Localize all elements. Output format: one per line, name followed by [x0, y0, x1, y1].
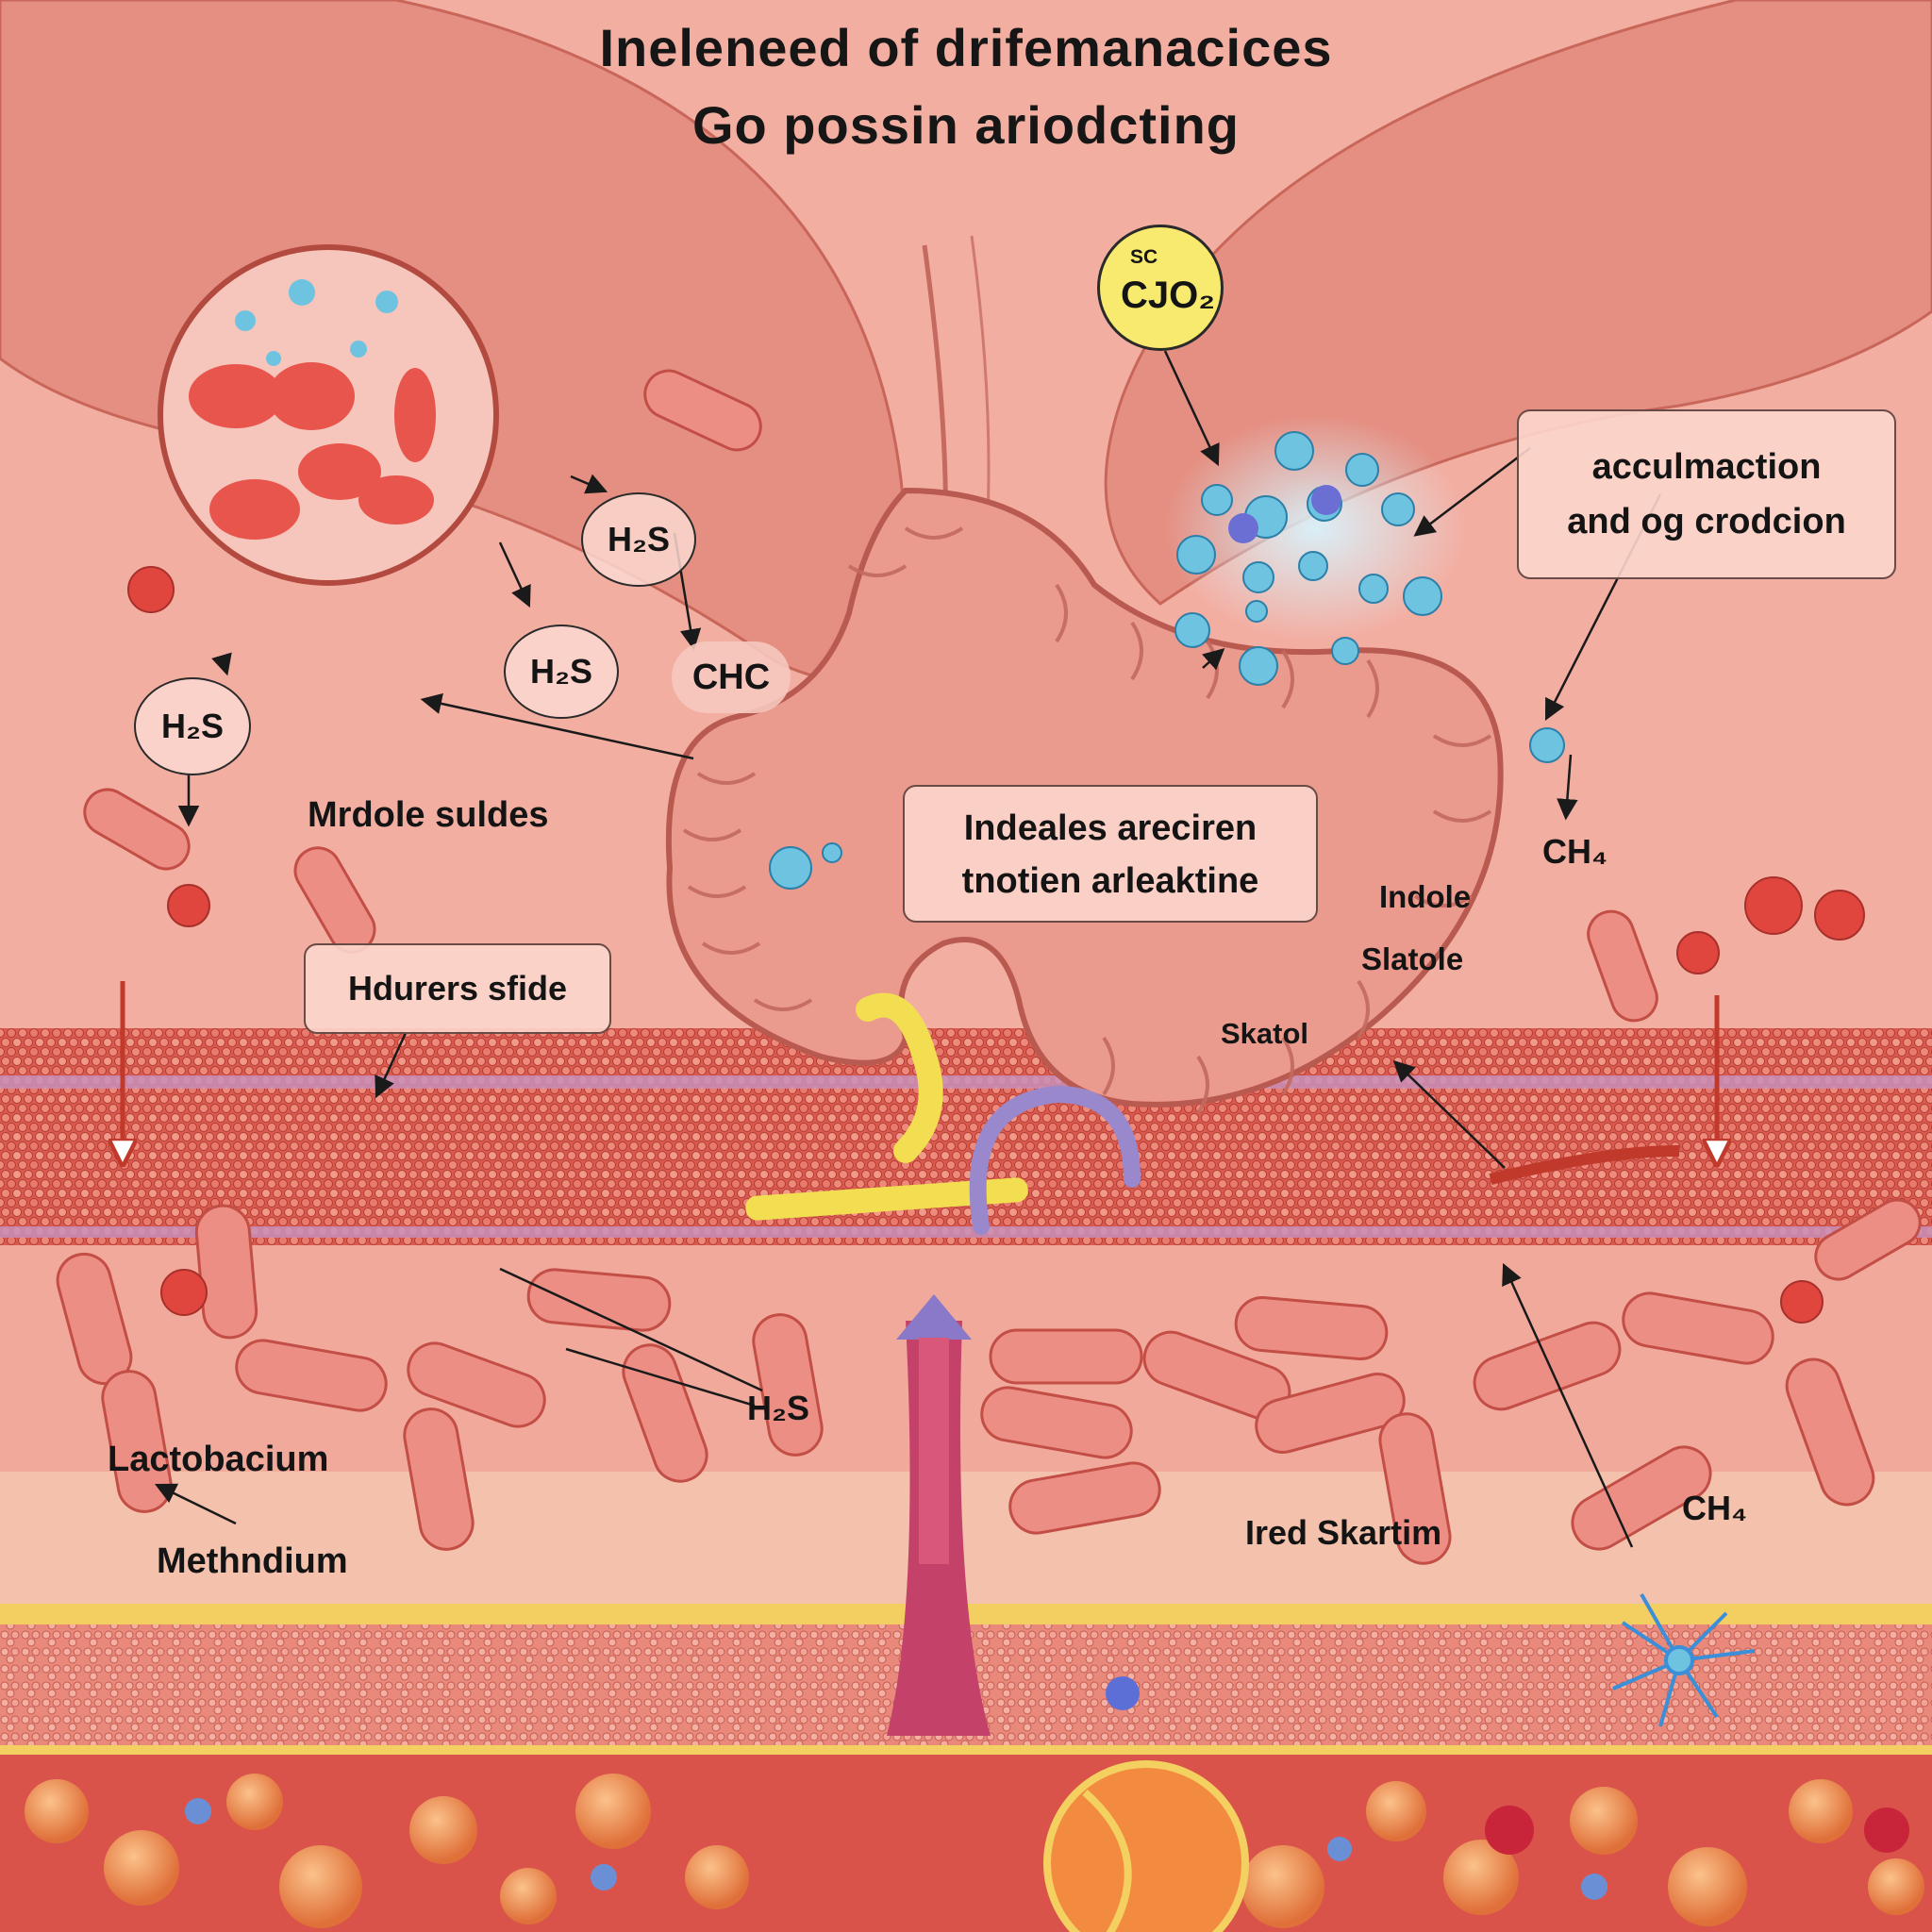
gas-glow [1165, 415, 1467, 641]
purple-gas-bubbles [1228, 485, 1341, 543]
lactobacium-label: Lactobacium [108, 1440, 329, 1479]
hdurers-sfide-box: Hdurers sfide [304, 943, 611, 1034]
red-microbes [127, 566, 1865, 1324]
accumulation-box: acculmaction and og crodcion [1517, 409, 1896, 579]
co2-label: CJO₂ [1121, 275, 1216, 316]
yellow-fold [856, 992, 943, 1163]
skatol-label: Skatol [1221, 1017, 1309, 1050]
indeales-line-2: tnotien arleaktine [961, 861, 1259, 901]
methndium-label: Methndium [157, 1541, 348, 1581]
accumulation-line-1: acculmaction [1591, 447, 1822, 487]
membrane-line-1 [0, 1075, 1932, 1089]
h2s-bubble-3: H₂S [134, 677, 251, 775]
membrane-line-2 [0, 1226, 1932, 1238]
mrdole-sulfides-label: Mrdole suldes [308, 795, 549, 835]
diagram-title-line-1: Ineleneed of drifemanacices [599, 18, 1333, 77]
mucosa-band-upper [0, 1028, 1932, 1245]
h2s-lower-label: H₂S [747, 1389, 810, 1427]
ired-skartim-label: Ired Skartim [1245, 1513, 1442, 1552]
indole-label: Indole [1379, 879, 1472, 914]
ch4-upper-label: CH₄ [1542, 832, 1608, 871]
bacteria-rods [56, 369, 1922, 1565]
red-vessel-right [1489, 1145, 1680, 1185]
h2s-bubble-2: H₂S [504, 625, 619, 719]
central-cell [1043, 1760, 1249, 1932]
ch4-lower-label: CH₄ [1682, 1489, 1748, 1527]
vessel-arrow-head [896, 1294, 972, 1340]
central-cell-divider [1082, 1789, 1132, 1932]
accumulation-line-2: and og crodcion [1567, 502, 1846, 541]
gas-bubble-cluster [769, 431, 1565, 890]
co2-marker: SC CJO₂ [1097, 225, 1224, 351]
fat-layer-2 [0, 1745, 1932, 1755]
co2-small-label: SC [1130, 246, 1158, 268]
h2s-bubble-1: H₂S [581, 492, 696, 587]
diagram-title-line-2: Go possin ariodcting [691, 95, 1241, 155]
chc-label: CHC [672, 641, 791, 713]
vessel-shaft [919, 1338, 949, 1564]
yellow-plate [745, 1177, 1028, 1221]
slatole-label: Slatole [1361, 941, 1464, 976]
blue-neuron [1612, 1593, 1756, 1727]
bacteria-inset [158, 244, 499, 586]
pointer-arrows [154, 350, 1662, 1548]
indeales-box: Indeales areciren tnotien arleaktine [903, 785, 1318, 923]
intestine-folds [682, 526, 1492, 1115]
indeales-line-1: Indeales areciren [963, 808, 1257, 848]
purple-return-arrow [969, 1085, 1141, 1235]
